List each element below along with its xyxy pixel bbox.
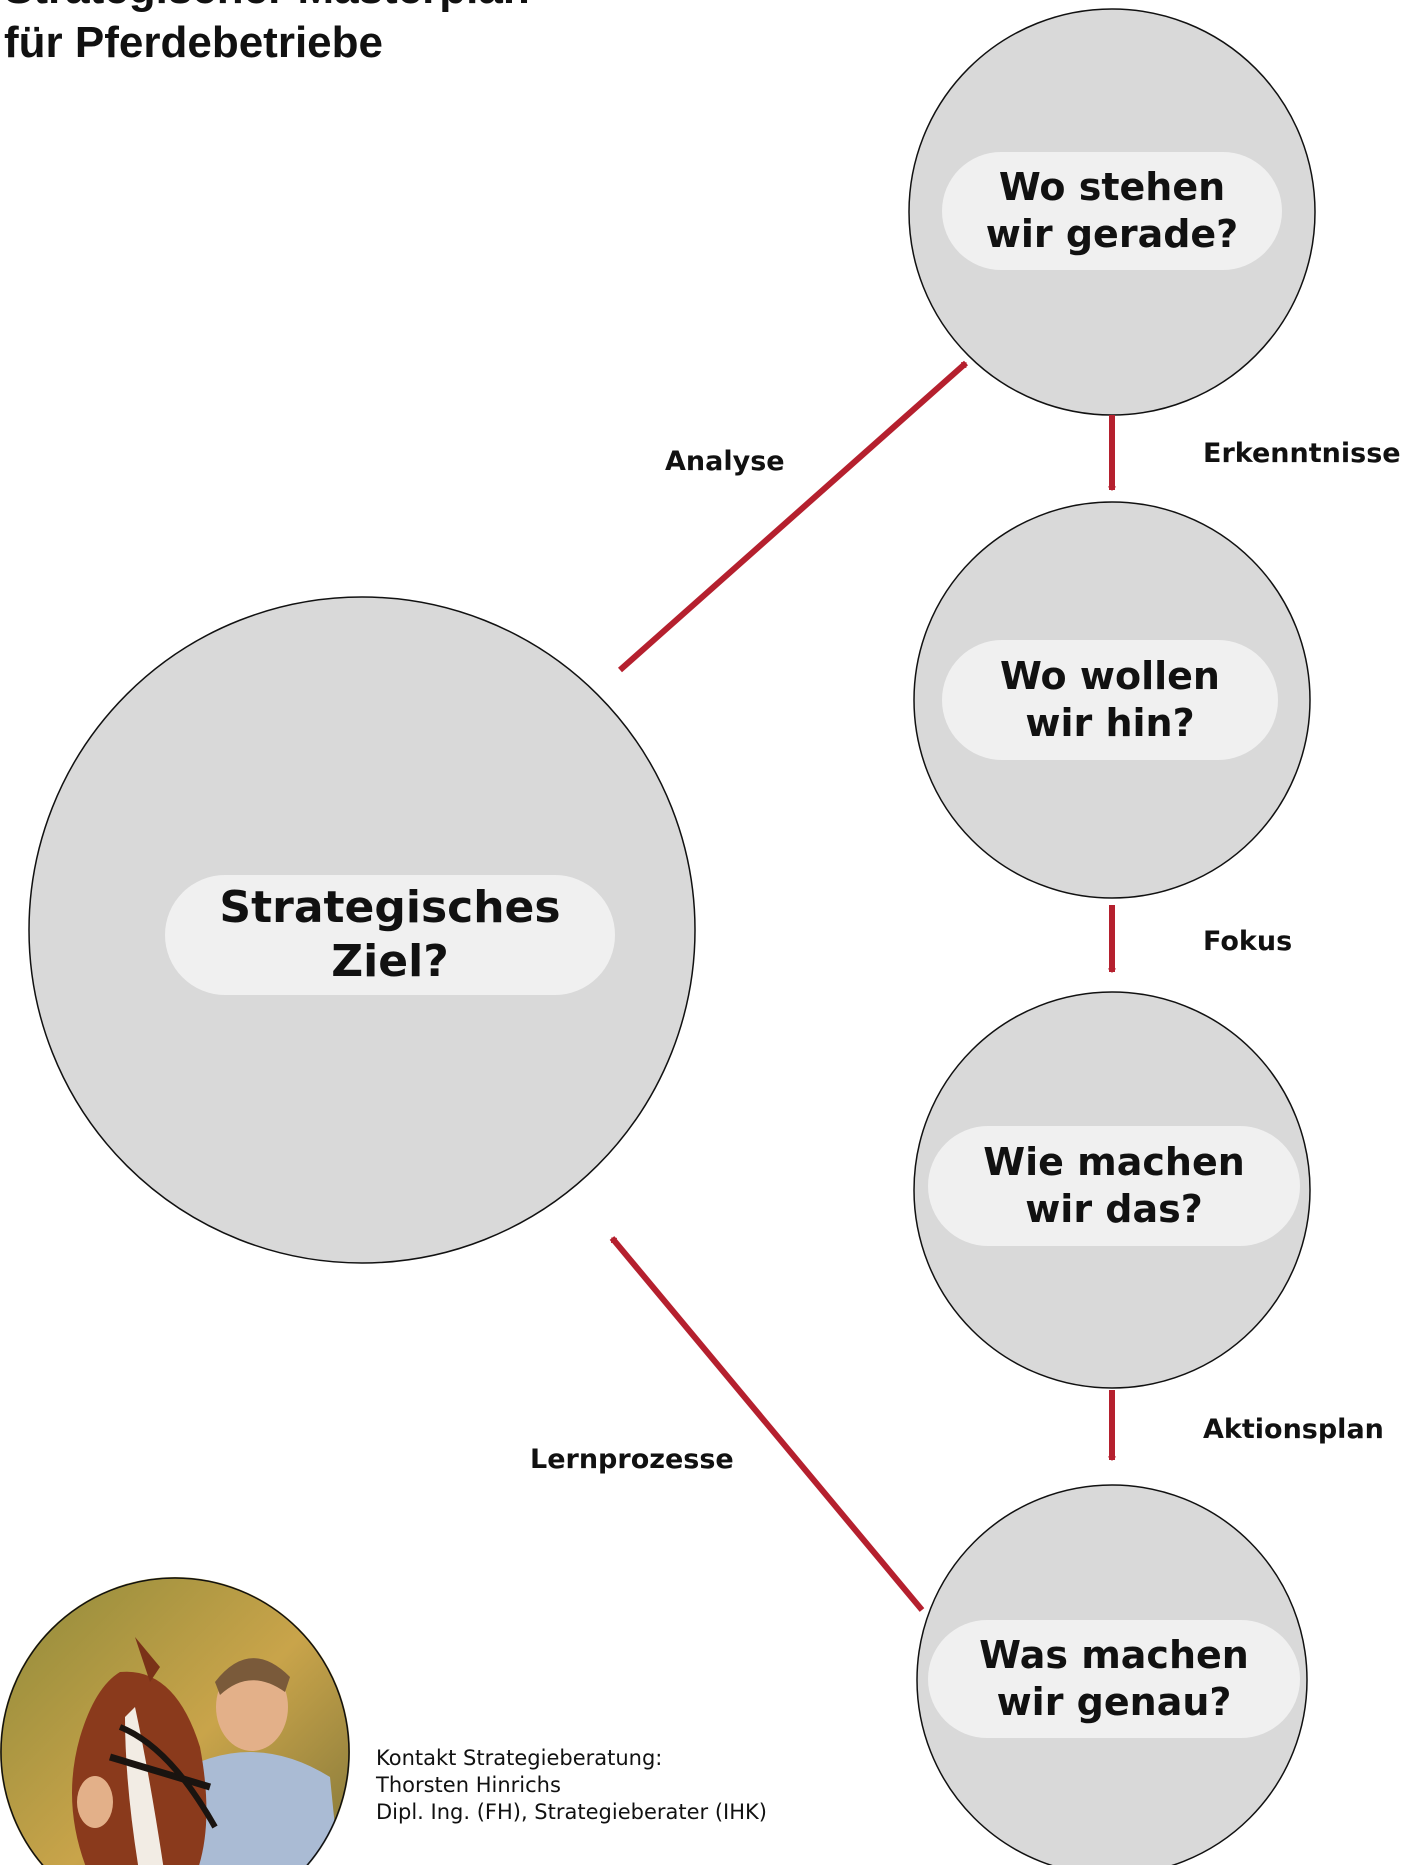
node-strategic-goal-line-2: Ziel? [331, 936, 449, 987]
contact-line-3: Dipl. Ing. (FH), Strategieberater (IHK) [376, 1800, 767, 1824]
node-step-1: Wo stehen wir gerade? [942, 152, 1282, 270]
edge-label-lernprozesse: Lernprozesse [530, 1444, 734, 1475]
arrow-lernprozesse [609, 1236, 925, 1612]
node-step-3: Wie machen wir das? [928, 1126, 1300, 1246]
node-step-2: Wo wollen wir hin? [942, 640, 1278, 760]
node-step-4: Was machen wir genau? [928, 1620, 1300, 1738]
edge-label-aktionsplan: Aktionsplan [1203, 1414, 1384, 1445]
edge-label-analyse: Analyse [665, 446, 785, 477]
node-step-4-line-1: Was machen [979, 1633, 1249, 1677]
title-line-2: für Pferdebetriebe [4, 18, 383, 67]
title-line-1: Strategischer Masterplan [4, 0, 530, 16]
page-title: Strategischer Masterplan für Pferdebetri… [4, 0, 530, 70]
node-step-3-line-1: Wie machen [983, 1140, 1245, 1184]
contact-line-2: Thorsten Hinrichs [376, 1773, 561, 1797]
contact-line-1: Kontakt Strategieberatung: [376, 1746, 663, 1770]
edge-label-erkenntnisse: Erkenntnisse [1203, 438, 1401, 469]
node-step-2-line-2: wir hin? [1025, 701, 1195, 745]
contact-info: Kontakt Strategieberatung: Thorsten Hinr… [376, 1745, 767, 1826]
node-step-2-line-1: Wo wollen [1000, 654, 1220, 698]
node-step-3-line-2: wir das? [1025, 1187, 1203, 1231]
node-step-1-line-1: Wo stehen [998, 165, 1226, 209]
node-step-1-line-2: wir gerade? [985, 212, 1239, 256]
node-strategic-goal: Strategisches Ziel? [165, 875, 615, 995]
portrait-with-horse-image [0, 1577, 350, 1865]
edge-label-fokus: Fokus [1203, 926, 1293, 957]
node-step-4-line-2: wir genau? [996, 1680, 1232, 1724]
node-strategic-goal-line-1: Strategisches [219, 882, 561, 933]
arrow-analyse [618, 360, 968, 673]
